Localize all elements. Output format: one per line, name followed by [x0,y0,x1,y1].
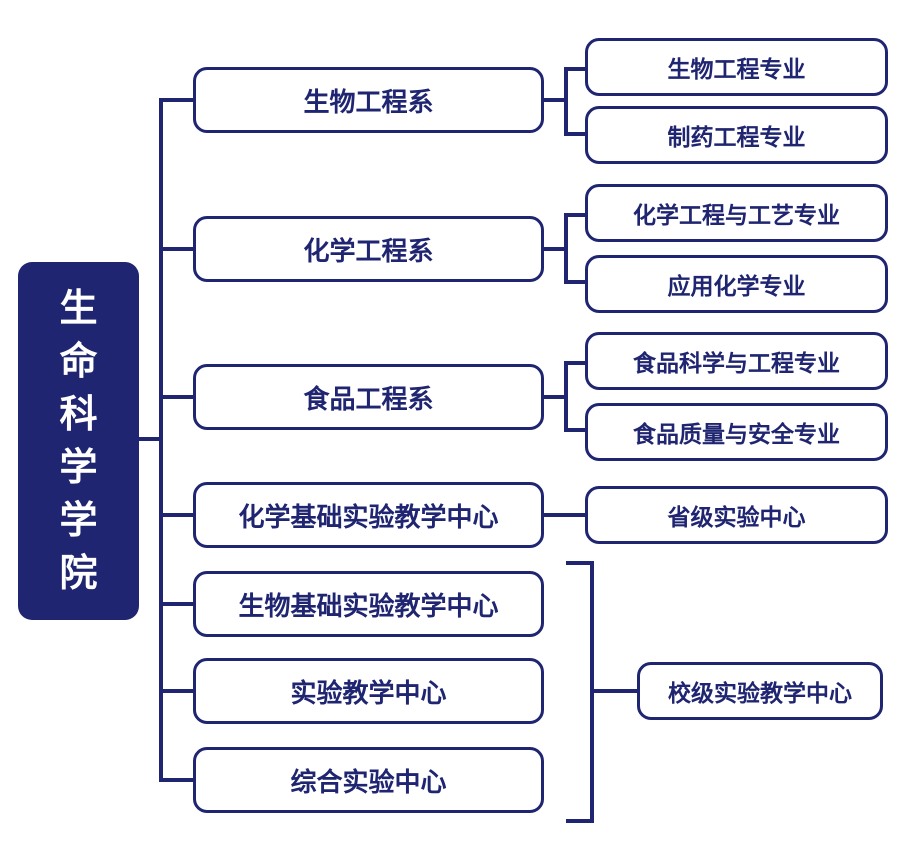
center-1-level-link [544,513,585,517]
branch-center-2 [159,602,193,606]
school-level-center-node: 校级实验教学中心 [637,662,883,720]
level-label: 省级实验中心 [667,505,806,531]
branch-center-1 [159,513,193,517]
dept-3-major-1-link [564,361,585,365]
dept-1-vertical [564,67,568,136]
major-node: 应用化学专业 [585,255,888,313]
dept-3-vertical [564,361,568,432]
dept-1-major-1-link [564,67,585,71]
branch-dept-3 [159,395,193,399]
branch-center-3 [159,689,193,693]
dept-1-major-2-link [564,132,585,136]
school-level-label: 校级实验教学中心 [668,681,852,707]
bracket-link [590,689,637,693]
center-label: 实验教学中心 [290,678,447,709]
center-node-bio-basic: 生物基础实验教学中心 [193,571,544,637]
dept-3-major-2-link [564,428,585,432]
bracket-bottom [566,819,594,823]
dept-3-connector [544,395,568,399]
dept-label: 生物工程系 [303,87,434,118]
dept-2-vertical [564,213,568,284]
branch-dept-2 [159,247,193,251]
dept-label: 化学工程系 [303,236,434,267]
major-label: 食品科学与工程专业 [633,351,840,377]
branch-dept-1 [159,98,193,102]
dept-2-major-2-link [564,280,585,284]
provincial-lab-node: 省级实验中心 [585,486,888,544]
center-label: 生物基础实验教学中心 [238,591,499,622]
major-node: 食品科学与工程专业 [585,332,888,390]
branch-center-4 [159,778,193,782]
major-node: 化学工程与工艺专业 [585,184,888,242]
dept-2-connector [544,247,568,251]
center-node-comprehensive: 综合实验中心 [193,747,544,813]
dept-node-chemical-engineering: 化学工程系 [193,216,544,282]
center-label: 化学基础实验教学中心 [238,502,499,533]
major-label: 食品质量与安全专业 [633,422,840,448]
major-node: 生物工程专业 [585,38,888,96]
dept-node-bioengineering: 生物工程系 [193,67,544,133]
major-label: 制药工程专业 [667,125,806,151]
center-label: 综合实验中心 [290,767,447,798]
main-trunk [159,98,163,782]
dept-2-major-1-link [564,213,585,217]
root-node: 生命科学学院 [18,262,139,620]
major-node: 食品质量与安全专业 [585,403,888,461]
dept-label: 食品工程系 [303,384,434,415]
major-node: 制药工程专业 [585,106,888,164]
dept-node-food-engineering: 食品工程系 [193,364,544,430]
major-label: 化学工程与工艺专业 [633,203,840,229]
bracket-top [566,561,594,565]
major-label: 生物工程专业 [667,57,806,83]
dept-1-connector [544,98,568,102]
root-connector [139,437,163,441]
major-label: 应用化学专业 [667,274,806,300]
center-node-teaching: 实验教学中心 [193,658,544,724]
root-label: 生命科学学院 [59,286,98,595]
center-node-chem-basic: 化学基础实验教学中心 [193,482,544,548]
